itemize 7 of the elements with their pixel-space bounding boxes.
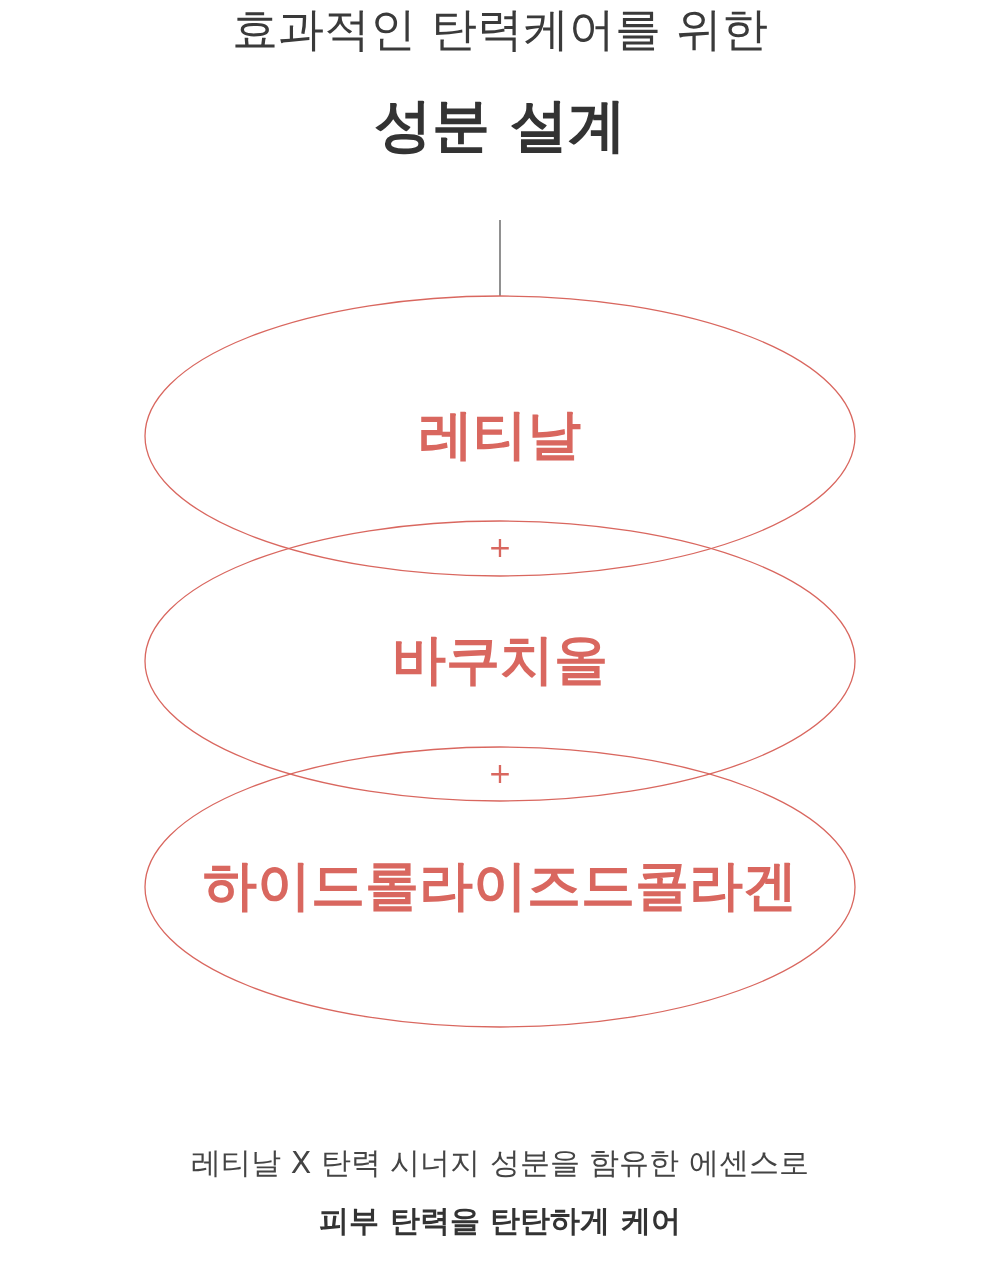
plus-sign: + [487, 760, 513, 788]
ingredient-name: 하이드롤라이즈드콜라겐 [202, 853, 798, 919]
plus-sign: + [487, 534, 513, 562]
caption: 레티날 X 탄력 시너지 성분을 함유한 에센스로 피부 탄력을 탄탄하게 케어 [190, 1145, 810, 1239]
ingredient-name: 바쿠치올 [391, 627, 609, 693]
ingredient-name: 레티날 [418, 402, 582, 468]
title: 효과적인 탄력케어를 위한 성분 설계 [231, 2, 769, 161]
